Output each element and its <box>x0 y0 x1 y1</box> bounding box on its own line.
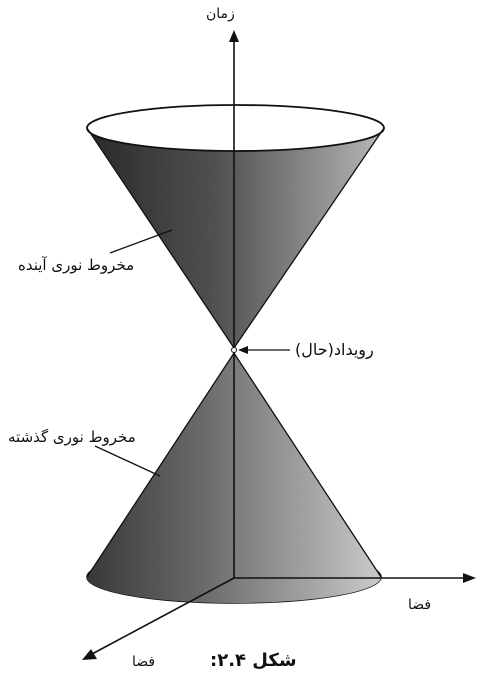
space-axis-left <box>91 577 235 655</box>
space-axis-right-label: فضا <box>408 597 432 613</box>
future-cone-label: مخروط نوری آینده <box>18 256 135 274</box>
future-cone <box>87 128 384 348</box>
future-cone-pointer <box>109 229 173 254</box>
event-point <box>231 347 237 353</box>
time-axis-arrow <box>229 30 239 42</box>
event-label: رویداد(حال) <box>295 340 374 359</box>
event-pointer-arrow <box>238 346 248 354</box>
space-axis-right-arrow <box>463 573 476 583</box>
time-axis-label: زمان <box>206 6 235 22</box>
space-axis-left-arrow <box>82 649 97 660</box>
space-axis-left-label: فضا <box>132 654 156 670</box>
figure-caption: شکل ۲.۴: <box>210 650 297 671</box>
future-cone-rim <box>86 104 385 152</box>
past-cone-label: مخروط نوری گذشته <box>8 428 136 446</box>
past-cone-pointer <box>94 445 161 477</box>
